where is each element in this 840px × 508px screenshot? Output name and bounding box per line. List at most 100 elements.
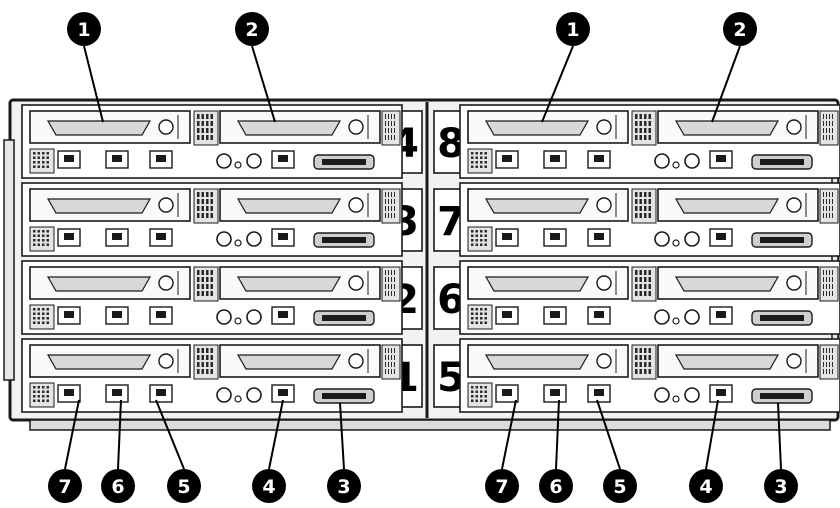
callout-badge <box>48 469 82 503</box>
leader-line <box>83 45 104 123</box>
vent-grille <box>29 382 55 408</box>
vent-slot <box>475 395 478 398</box>
vent-slot <box>197 291 200 296</box>
leader-line <box>555 399 560 470</box>
vent-slot <box>480 239 483 242</box>
vent-slot <box>635 270 638 275</box>
callout-badge <box>101 469 135 503</box>
vent-slot <box>394 355 395 360</box>
vent-slot <box>648 270 651 275</box>
leader-line <box>251 45 276 123</box>
vent-slot <box>484 161 487 164</box>
vent-slot <box>197 362 200 367</box>
callout-label: 2 <box>245 19 258 41</box>
vent-slot <box>197 128 200 133</box>
vent-slot <box>33 234 36 237</box>
vent-slot <box>829 121 830 126</box>
vent-slot <box>480 317 483 320</box>
vent-slot <box>823 213 824 218</box>
drive-handle <box>484 120 590 136</box>
vent-slot <box>385 135 386 140</box>
vent-slot <box>206 114 209 119</box>
vent-grille <box>819 110 839 146</box>
vent-slot <box>644 128 647 133</box>
lan-port-2-icon-jack <box>550 311 560 318</box>
vent-slot <box>201 291 204 296</box>
vent-slot <box>635 355 638 360</box>
vent-slot <box>210 348 213 353</box>
bottom-callouts: 7 6 5 4 3 7 6 5 <box>48 469 798 503</box>
vent-slot <box>639 362 642 367</box>
vent-slot <box>37 230 40 233</box>
vent-slot <box>388 362 389 367</box>
vent-slot <box>639 199 642 204</box>
vent-slot <box>391 284 392 289</box>
vent-slot <box>832 277 833 282</box>
chassis-bottom-rail <box>29 419 831 431</box>
management-port-icon <box>271 306 295 325</box>
management-port-icon <box>709 150 733 169</box>
vent-slot <box>46 161 49 164</box>
vent-slot <box>823 114 824 119</box>
vent-slot <box>644 284 647 289</box>
vent-slot <box>823 192 824 197</box>
vent-slot <box>829 213 830 218</box>
lan-port-1-icon-jack <box>502 233 512 240</box>
vent-slot <box>197 192 200 197</box>
callout-label: 4 <box>262 476 275 498</box>
vent-slot <box>480 234 483 237</box>
vent-slot <box>37 308 40 311</box>
led-indicator-icon <box>672 161 680 169</box>
management-port-icon-jack <box>278 389 288 396</box>
vent-grille <box>631 110 657 146</box>
vent-slot <box>391 199 392 204</box>
vent-slot <box>46 317 49 320</box>
drive-handle <box>674 120 780 136</box>
drive-latch-icon <box>158 275 174 291</box>
vent-slot <box>388 192 389 197</box>
vent-slot <box>484 317 487 320</box>
led-indicator-icon <box>234 317 242 325</box>
vent-grille <box>193 266 219 302</box>
leader-line <box>711 45 741 123</box>
callout-label: 5 <box>613 476 626 498</box>
drive-handle <box>46 198 152 214</box>
vent-slot <box>648 192 651 197</box>
management-port-icon-jack <box>278 155 288 162</box>
vent-grille <box>193 188 219 224</box>
vent-slot <box>394 291 395 296</box>
vent-slot <box>648 128 651 133</box>
vent-slot <box>829 277 830 282</box>
drive-handle <box>674 198 780 214</box>
vent-slot <box>201 128 204 133</box>
vent-slot <box>480 156 483 159</box>
lan-port-3-icon-jack <box>156 155 166 162</box>
server-node <box>459 338 840 413</box>
vent-slot <box>829 362 830 367</box>
vent-grille <box>29 226 55 252</box>
vent-grille <box>819 266 839 302</box>
vent-slot <box>484 395 487 398</box>
vent-slot <box>197 206 200 211</box>
callout-label: 5 <box>177 476 190 498</box>
uid-button-icon <box>246 309 262 325</box>
vent-slot <box>471 234 474 237</box>
vent-slot <box>201 277 204 282</box>
leader-line <box>117 399 122 470</box>
vent-slot <box>46 386 49 389</box>
callout-badge <box>539 469 573 503</box>
vent-slot <box>635 192 638 197</box>
vent-slot <box>832 114 833 119</box>
drive-handle <box>236 354 342 370</box>
vent-slot <box>832 362 833 367</box>
vent-slot <box>475 308 478 311</box>
vent-slot <box>46 399 49 402</box>
server-node <box>21 104 403 179</box>
power-button-icon <box>654 153 670 169</box>
vent-grille <box>381 266 401 302</box>
vent-grille <box>381 110 401 146</box>
video-connector-pins <box>322 393 366 399</box>
led-indicator-icon <box>672 239 680 247</box>
vent-slot <box>33 317 36 320</box>
